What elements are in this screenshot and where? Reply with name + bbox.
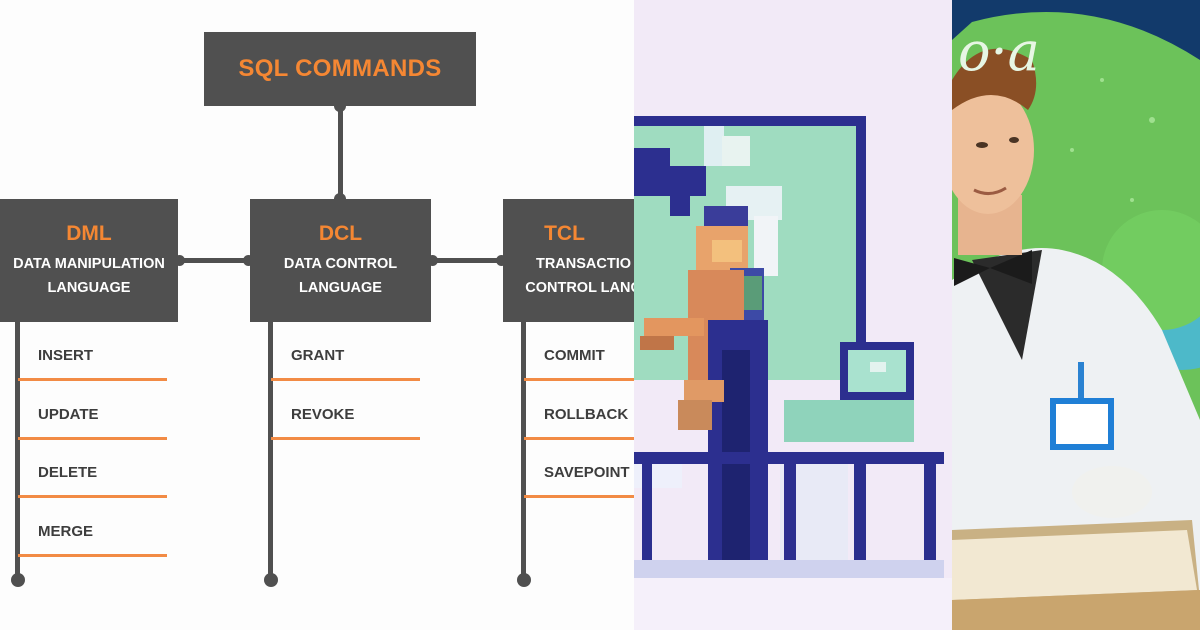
dml-delete-underline <box>18 495 167 498</box>
dml-full-line1: DATA MANIPULATION <box>13 255 165 272</box>
dcl-code: DCL <box>318 221 363 245</box>
tcl-commit-underline <box>524 378 634 381</box>
dcl-box: DCL DATA CONTROL LANGUAGE <box>250 199 431 322</box>
dcl-command-revoke: REVOKE <box>291 406 355 423</box>
dml-command-merge: MERGE <box>38 523 94 540</box>
scientist-photo: o·a <box>952 0 1200 630</box>
dml-box: DML DATA MANIPULATION LANGUAGE <box>0 199 178 322</box>
dml-command-update: UPDATE <box>38 406 99 423</box>
tcl-rollback-underline <box>524 437 634 440</box>
tcl-savepoint-underline <box>524 495 634 498</box>
root-connector <box>338 106 343 200</box>
root-label: SQL COMMANDS <box>238 55 442 82</box>
tcl-stem <box>521 322 526 580</box>
pixel-art-scene <box>634 0 952 630</box>
dml-command-delete: DELETE <box>38 464 98 481</box>
root-box: SQL COMMANDS <box>204 32 476 106</box>
dml-stem-end-dot <box>11 573 25 587</box>
tcl-box: TCL TRANSACTIO CONTROL LANG <box>503 199 634 322</box>
sql-commands-diagram: SQL COMMANDS DML DATA MANIPULATION LANGU… <box>0 32 634 587</box>
tcl-command-savepoint: SAVEPOINT <box>544 464 630 481</box>
dcl-tcl-connector <box>431 258 503 263</box>
tcl-full-line2: CONTROL LANG <box>525 279 634 296</box>
dml-command-insert: INSERT <box>38 347 94 364</box>
tcl-code: TCL <box>544 221 585 245</box>
pixel-art-illustration <box>634 0 952 630</box>
tcl-command-rollback: ROLLBACK <box>544 406 629 423</box>
dml-stem <box>15 322 20 580</box>
dcl-stem <box>268 322 273 580</box>
dml-connector-dot <box>174 255 185 266</box>
dml-dcl-connector <box>178 258 250 263</box>
scientist-photo-scene: o·a <box>952 0 1200 630</box>
dcl-left-connector-dot <box>243 255 254 266</box>
dml-full-line2: LANGUAGE <box>47 279 131 296</box>
dcl-stem-end-dot <box>264 573 278 587</box>
tcl-connector-dot <box>496 255 507 266</box>
dml-merge-underline <box>18 554 167 557</box>
logo-text: o·a <box>958 20 1040 83</box>
dcl-full-line1: DATA CONTROL <box>283 255 398 272</box>
dml-code: DML <box>66 221 112 245</box>
dml-update-underline <box>18 437 167 440</box>
dcl-grant-underline <box>271 378 420 381</box>
tcl-stem-end-dot <box>517 573 531 587</box>
dml-insert-underline <box>18 378 167 381</box>
dcl-command-grant: GRANT <box>291 347 345 364</box>
dcl-full-line2: LANGUAGE <box>299 279 382 296</box>
dcl-right-connector-dot <box>427 255 438 266</box>
dcl-revoke-underline <box>271 437 420 440</box>
tcl-full-line1: TRANSACTIO <box>535 255 632 272</box>
tcl-command-commit: COMMIT <box>544 347 605 364</box>
